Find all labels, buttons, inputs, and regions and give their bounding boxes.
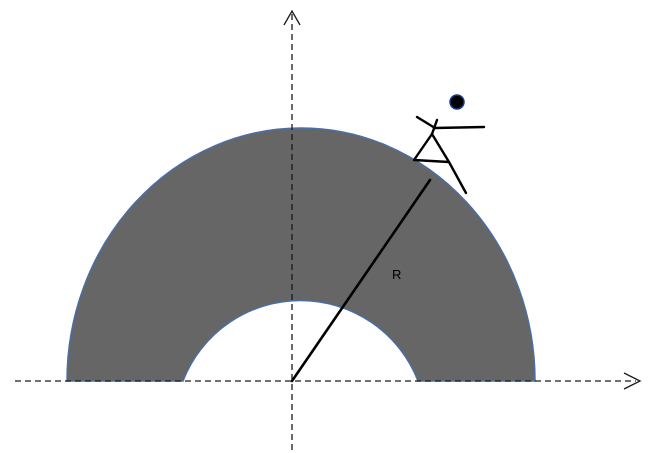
x-axis-arrowhead [623, 372, 642, 390]
figure-arm-front [433, 125, 486, 130]
figure-leg-front [430, 132, 468, 195]
running-person-icon [412, 94, 486, 195]
figure-head [449, 94, 465, 110]
y-axis-arrowhead [283, 9, 301, 26]
radius-label: R [392, 267, 401, 282]
figure-arm-back [415, 115, 437, 130]
half-ring [66, 127, 536, 382]
x-axis [15, 372, 642, 390]
figure-leg-back [412, 132, 451, 164]
y-axis [283, 9, 301, 450]
radius-line [290, 178, 432, 383]
